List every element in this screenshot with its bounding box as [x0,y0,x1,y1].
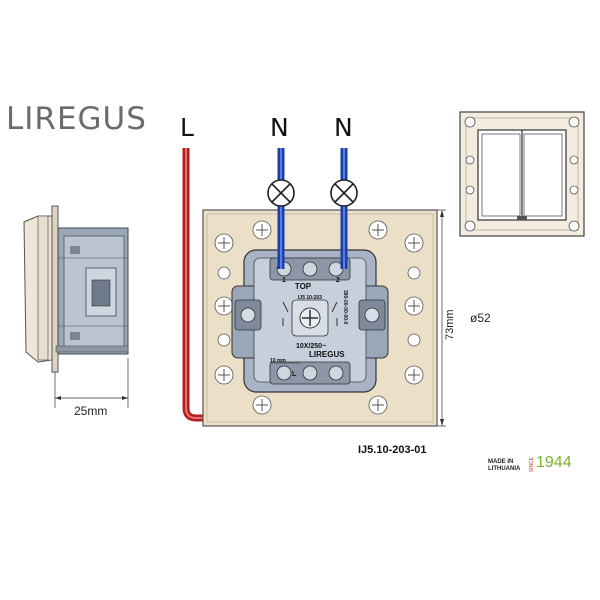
terminal-number-2: 2 [336,277,340,284]
terminal-l-label: L [292,371,297,378]
mechanism-side-code: 380-00-00-00-0 [342,290,348,325]
brand-logo: LIREGUS [6,101,147,137]
switch-mechanism: TOP IJ5 10-203 1 2 10X/250~ LIREGUS 10 m… [231,249,389,393]
mechanism-model-label: IJ5 10-203 [298,295,322,301]
height-dimension: 73mm [444,309,456,340]
diameter-dimension: ø52 [470,311,491,325]
front-view [459,111,585,237]
since-label: SINCE [529,457,535,473]
mechanism-top-label: TOP [295,282,312,291]
made-in-line1: MADE IN [488,459,514,465]
made-in-label: MADE IN LITHUANIA [488,459,520,473]
made-in-line2: LITHUANIA [488,466,521,472]
model-number: IJ5.10-203-01 [358,444,427,456]
lamp-icon [267,179,295,207]
mechanism-rating: 10X/250~ [296,343,326,350]
wire-label-neutral-1: N [270,113,289,142]
lamp-icon [330,179,358,207]
mechanism-brand: LIREGUS [309,350,345,359]
wire-label-live: L [180,113,194,142]
terminal-number-1: 1 [282,277,286,284]
wire-label-neutral-2: N [334,113,353,142]
founded-year: 1944 [536,454,572,471]
side-view [23,205,129,408]
depth-dimension: 25mm [74,404,108,418]
strip-length-label: 10 mm [270,358,286,364]
